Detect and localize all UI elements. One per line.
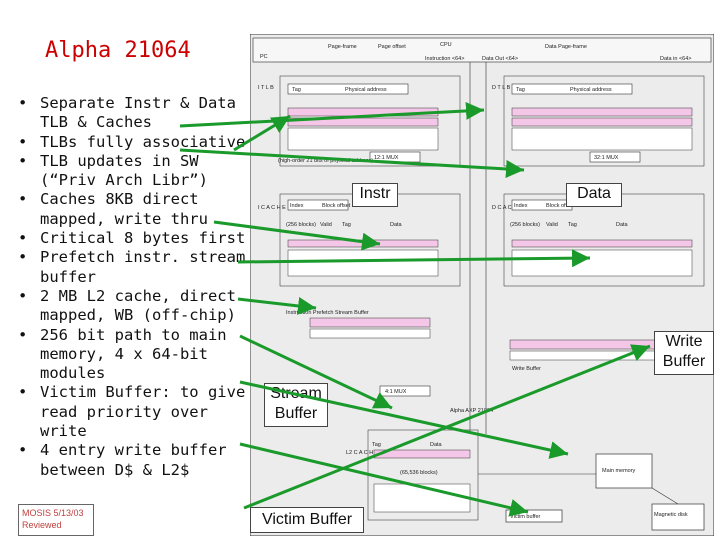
alpha-architecture-diagram: Page-frame Page offset CPU Data Page-fra… [250, 34, 714, 536]
bullet-item: Prefetch instr. stream buffer [14, 248, 250, 287]
callout-write-line: Write [665, 333, 703, 350]
label-data-page-frame: Data Page-frame [545, 44, 587, 50]
label-dcache-blocks: (256 blocks) [510, 222, 540, 228]
label-mux-l2: 4:1 MUX [385, 389, 407, 395]
label-prefetch: Instruction Prefetch Stream Buffer [286, 310, 369, 316]
label-mux-data: 32:1 MUX [594, 155, 619, 161]
label-icache-index: Index [290, 203, 304, 209]
label-icache-tag: Tag [342, 222, 351, 228]
label-write-buffer: Write Buffer [512, 366, 541, 372]
label-victim: Victim buffer [510, 514, 541, 520]
bullet-item: Separate Instr & Data TLB & Caches [14, 94, 250, 133]
label-dtlb: D T L B [492, 85, 511, 91]
callout-victim-buffer: Victim Buffer [250, 507, 364, 533]
label-l2-blocks: (65,536 blocks) [400, 470, 438, 476]
label-dcache-valid: Valid [546, 222, 558, 228]
label-itlb-phys: Physical address [345, 87, 387, 93]
callout-data: Data [566, 183, 622, 207]
bullet-item: Critical 8 bytes first [14, 229, 250, 249]
bullet-item: Victim Buffer: to give read priority ove… [14, 383, 250, 441]
label-icache: I C A C H E [258, 205, 286, 211]
label-main-memory: Main memory [602, 468, 636, 474]
label-itlb: I T L B [258, 85, 274, 91]
callout-stream-line: Stream [270, 385, 322, 402]
label-page-offset: Page offset [378, 44, 406, 50]
bullet-item: Caches 8KB direct mapped, write thru [14, 190, 250, 229]
bullet-item: TLB updates in SW (“Priv Arch Libr”) [14, 152, 250, 191]
label-magnetic-disk: Magnetic disk [654, 512, 688, 518]
callout-write-buffer: Write Buffer [654, 331, 714, 375]
label-l2-data: Data [430, 442, 443, 448]
bullet-item: 256 bit path to main memory, 4 x 64-bit … [14, 326, 250, 384]
label-dcache-offset: Block offset [546, 203, 575, 209]
bullet-item: TLBs fully associative [14, 133, 250, 153]
label-l2-tag: Tag [372, 442, 381, 448]
slide-title: Alpha 21064 [45, 38, 191, 63]
label-icache-blocks: (256 blocks) [286, 222, 316, 228]
label-dcache-data: Data [616, 222, 629, 228]
label-dcache-tag: Tag [568, 222, 577, 228]
label-chip: Alpha AXP 21064 [450, 408, 493, 414]
footer-stamp: MOSIS 5/13/03 Reviewed [18, 504, 94, 536]
footer-line: MOSIS 5/13/03 [22, 508, 84, 518]
callout-write-line: Buffer [662, 353, 706, 370]
label-page-frame: Page-frame [328, 44, 357, 50]
label-itlb-tag: Tag [292, 87, 301, 93]
label-cpu: CPU [440, 42, 452, 48]
label-dtlb-phys: Physical address [570, 87, 612, 93]
callout-stream-line: Buffer [274, 405, 318, 422]
label-high-order-i: (high-order 21 bits of physical address) [278, 158, 373, 164]
label-icache-data: Data [390, 222, 403, 228]
label-instruction: Instruction <64> [425, 56, 464, 62]
label-data-out: Data Out <64> [482, 56, 518, 62]
label-dcache-index: Index [514, 203, 528, 209]
bullet-item: 2 MB L2 cache, direct mapped, WB (off-ch… [14, 287, 250, 326]
label-icache-valid: Valid [320, 222, 332, 228]
label-dcache: D C A C H E [492, 205, 523, 211]
bullet-item: 4 entry write buffer between D$ & L2$ [14, 441, 250, 480]
callout-instr: Instr [352, 183, 398, 207]
bullet-list: Separate Instr & Data TLB & Caches TLBs … [14, 94, 250, 480]
label-icache-offset: Block offset [322, 203, 351, 209]
footer-line: Reviewed [22, 520, 62, 530]
label-mux-instr: 12:1 MUX [374, 155, 399, 161]
callout-stream-buffer: Stream Buffer [264, 383, 328, 427]
label-data-in: Data in <64> [660, 56, 692, 62]
label-dtlb-tag: Tag [516, 87, 525, 93]
label-pc: PC [260, 54, 268, 60]
